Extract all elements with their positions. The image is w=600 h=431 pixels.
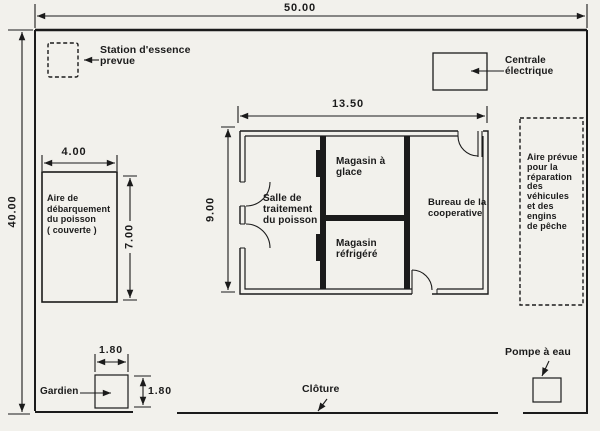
dim-4-extensions [41, 155, 118, 171]
dim-50-extensions [34, 4, 588, 28]
bureau-top-door-arc [457, 135, 479, 157]
building-width-dimension: 13.50 [331, 98, 365, 110]
dim-7-extensions [123, 175, 137, 301]
dim-13-50-extensions [237, 106, 488, 123]
door-jambs [240, 131, 459, 294]
bureau-cooperative-label: Bureau de la cooperative [428, 197, 487, 219]
salle-traitement-label: Salle de traitement du poisson [263, 193, 318, 226]
station-essence-label: Station d'essence prevue [100, 44, 191, 67]
salle-door-arc-lower [245, 223, 271, 249]
cold-wall-right [404, 136, 410, 289]
magasin-refrigere-label: Magasin réfrigéré [336, 238, 378, 260]
site-height-dimension: 40.00 [6, 195, 19, 228]
magasin-glace-label: Magasin à glace [336, 156, 386, 178]
pompe-leader-arrow [541, 360, 550, 377]
guard-height-dimension: 1.80 [148, 385, 173, 397]
gardien-box [94, 374, 129, 409]
landing-height-dimension: 7.00 [123, 224, 136, 250]
dim-180h-extensions [94, 354, 129, 372]
fence-bottom [35, 411, 587, 414]
pompe-eau-label: Pompe à eau [505, 346, 571, 358]
centrale-electrique-label: Centrale électrique [505, 55, 554, 77]
building [239, 130, 489, 295]
aire-reparation-label: Aire prévue pour la réparation des véhic… [527, 152, 578, 231]
bureau-bottom-door-arc [411, 269, 433, 291]
centrale-electrique-box [432, 52, 488, 91]
bureau-top-door-leaf [477, 131, 483, 157]
aire-reparation-box [519, 117, 584, 306]
building-outer-wall [239, 130, 489, 295]
dim-9-extensions [221, 126, 235, 293]
glace-door-tab [316, 150, 321, 177]
landing-width-dimension: 4.00 [61, 146, 87, 158]
station-essence-box [47, 42, 79, 78]
site-width-dimension: 50.00 [283, 2, 317, 14]
zones [41, 42, 584, 409]
aire-debarquement-box [41, 171, 118, 303]
cloture-label: Clôture [302, 383, 340, 395]
building-height-dimension: 9.00 [204, 197, 217, 223]
salle-door-arc-upper [245, 181, 271, 207]
leader-arrows [80, 56, 550, 412]
gardien-label: Gardien [40, 386, 79, 397]
building-inner-wall [244, 135, 484, 290]
cold-room-walls [316, 136, 410, 289]
refrigere-door-tab [316, 234, 321, 261]
aire-debarquement-label: Aire de débarquement du poisson ( couver… [47, 193, 111, 235]
cold-wall-middle [326, 215, 406, 221]
cloture-leader-arrow [317, 398, 328, 412]
fence-boundary [34, 28, 588, 414]
dimension-lines [8, 4, 588, 415]
cold-wall-left [320, 136, 326, 289]
guard-width-dimension: 1.80 [98, 344, 124, 356]
dim-180v-extensions [134, 375, 151, 408]
pompe-box [532, 377, 562, 403]
dim-40-extensions [8, 29, 33, 415]
